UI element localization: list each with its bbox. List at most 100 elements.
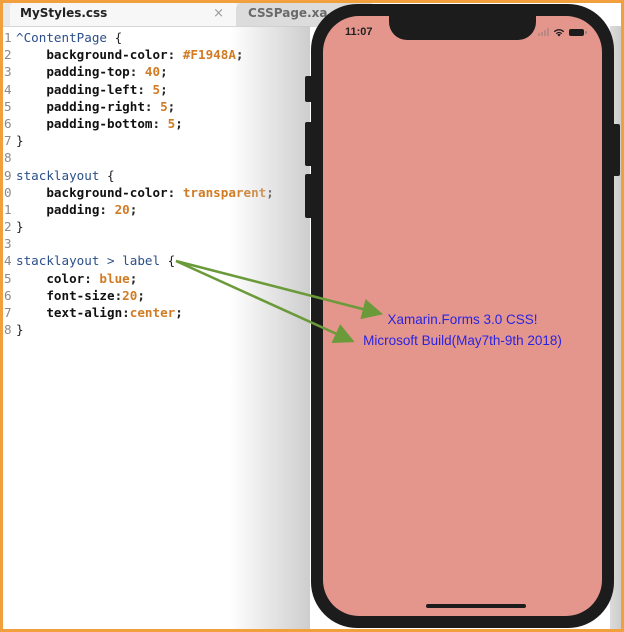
code-line[interactable]: 6 font-size:20;: [0, 287, 360, 304]
notch: [389, 16, 536, 40]
phone-shadow: [230, 26, 310, 632]
code-token: background-color: [16, 47, 168, 63]
code-token: :: [167, 184, 183, 200]
code-token: {: [107, 30, 123, 45]
code-token: 20: [114, 201, 130, 217]
code-token: :: [152, 115, 168, 131]
code-token: 5: [167, 115, 176, 131]
line-number: 2: [4, 47, 12, 63]
line-number: 7: [4, 133, 12, 149]
volume-up-button: [305, 122, 313, 166]
code-token: padding-left: [16, 81, 138, 97]
label-xamarin-forms: Xamarin.Forms 3.0 CSS!: [387, 312, 538, 327]
code-token: background-color: [16, 184, 168, 200]
volume-down-button: [305, 174, 313, 218]
code-token: }: [16, 133, 24, 149]
code-token: :: [114, 287, 123, 303]
line-number: 4: [4, 81, 12, 97]
line-number: 3: [4, 236, 12, 252]
code-line[interactable]: 8: [0, 149, 360, 166]
code-token: ;: [160, 64, 168, 80]
code-token: {: [99, 167, 115, 183]
code-token: ;: [167, 98, 176, 114]
code-token: padding-right: [16, 98, 145, 114]
code-token: ;: [129, 270, 138, 286]
power-button: [612, 124, 620, 176]
line-number: 4: [4, 253, 12, 269]
code-token: :: [137, 81, 153, 97]
line-number: 6: [4, 287, 12, 303]
code-token: 5: [152, 81, 161, 97]
code-token: blue: [99, 270, 130, 286]
code-line[interactable]: 5 padding-right: 5;: [0, 98, 360, 115]
code-token: :: [84, 270, 100, 286]
code-token: #F1948A: [182, 47, 236, 63]
label-microsoft-build: Microsoft Build(May7th-9th 2018): [363, 333, 562, 348]
code-token: :: [129, 64, 145, 80]
code-token: ;: [175, 115, 183, 131]
line-number: 8: [4, 150, 12, 166]
code-token: text-align: [16, 305, 123, 320]
line-number: 8: [4, 322, 12, 338]
code-token: 40: [144, 64, 161, 80]
line-number: 6: [4, 115, 12, 131]
silent-switch: [305, 76, 313, 102]
code-token: ;: [137, 287, 145, 303]
code-line[interactable]: 5 color: blue;: [0, 270, 360, 287]
line-number: 9: [4, 167, 12, 183]
iphone-simulator: 11:07 Xamarin.Forms 3.0 CSS! Microsoft B…: [311, 4, 614, 628]
code-token: padding-bottom: [16, 115, 153, 131]
code-token: :: [122, 305, 130, 320]
signal-icon: [538, 28, 549, 36]
code-token: :: [99, 201, 115, 217]
code-line[interactable]: 8}: [0, 321, 360, 338]
tab-bar: MyStyles.css × CSSPage.xa: [0, 0, 376, 27]
code-token: ;: [129, 201, 138, 217]
tab-label: MyStyles.css: [20, 6, 108, 20]
tab-label: CSSPage.xa: [248, 6, 328, 20]
code-line[interactable]: 1^ContentPage {: [0, 29, 360, 46]
code-token: stacklayout: [16, 167, 100, 183]
code-token: :: [167, 47, 183, 63]
line-number: 1: [4, 201, 12, 217]
code-line[interactable]: 3: [0, 235, 360, 252]
code-token: }: [16, 219, 24, 235]
wifi-icon: [553, 28, 565, 36]
line-number: 5: [4, 270, 12, 286]
code-line[interactable]: 6 padding-bottom: 5;: [0, 115, 360, 132]
line-number: 7: [4, 305, 12, 320]
tab-mystyles-css[interactable]: MyStyles.css ×: [10, 3, 238, 26]
phone-screen: 11:07 Xamarin.Forms 3.0 CSS! Microsoft B…: [323, 16, 602, 616]
stacklayout: Xamarin.Forms 3.0 CSS! Microsoft Build(M…: [323, 309, 602, 351]
status-time: 11:07: [345, 26, 373, 38]
code-token: padding-top: [16, 64, 130, 80]
code-token: }: [16, 322, 24, 338]
code-token: color: [16, 270, 85, 286]
close-icon[interactable]: ×: [213, 6, 224, 21]
code-line[interactable]: 7}: [0, 132, 360, 149]
code-token: :: [144, 98, 161, 114]
code-token: ;: [160, 81, 168, 97]
code-token: padding: [16, 201, 100, 217]
code-line[interactable]: 3 padding-top: 40;: [0, 63, 360, 80]
code-line[interactable]: 4 padding-left: 5;: [0, 81, 360, 98]
line-number: 5: [4, 98, 12, 114]
code-token: ;: [175, 305, 183, 320]
code-token: 5: [160, 98, 168, 114]
code-line[interactable]: 2}: [0, 218, 360, 235]
code-line[interactable]: 2 background-color: #F1948A;: [0, 46, 360, 63]
code-token: stacklayout > label: [16, 253, 161, 269]
code-token: ^ContentPage: [16, 30, 107, 45]
line-number: 3: [4, 64, 12, 80]
battery-icon: [569, 28, 587, 36]
code-token: 20: [122, 287, 138, 303]
code-token: font-size: [16, 287, 115, 303]
code-area[interactable]: 1^ContentPage {2 background-color: #F194…: [0, 29, 360, 338]
home-indicator[interactable]: [426, 604, 526, 608]
code-line[interactable]: 1 padding: 20;: [0, 201, 360, 218]
code-token: center: [129, 305, 176, 320]
line-number: 0: [4, 184, 12, 200]
status-icons: [538, 27, 587, 37]
